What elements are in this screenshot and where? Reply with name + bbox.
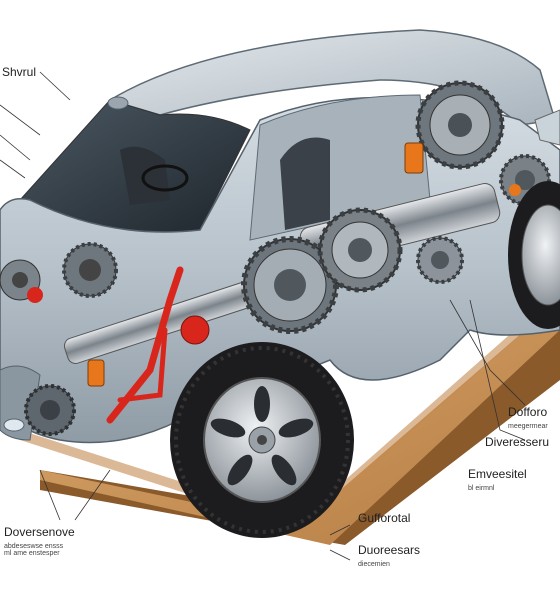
headlight [3,418,25,432]
callout-sublabel: diecemien [358,560,390,568]
wheel-icon [170,342,354,538]
gear-icon [241,236,339,334]
callout-label: Diveresseru [485,435,550,449]
callout-right-divers: Diveresseru [485,434,549,451]
gear-icon [415,80,505,170]
red-linkage [106,266,184,424]
callout-sublabel: ml ame enstesper [4,550,60,558]
side-mirror [107,96,129,110]
wheel-icon [508,181,560,329]
callout-sublabel: meegermear [508,422,548,430]
callout-label: Duoreesars [358,543,421,557]
callout-label: Doversenove [4,525,75,539]
gear-icon [62,242,118,298]
orange-component [87,359,105,387]
gear-icon [416,236,464,284]
leader-lines [0,71,526,561]
callout-label: Gufforotal [358,511,411,525]
callout-sublabel: abdeseswse ensss [4,542,64,550]
callout-label: Dofforo [508,405,548,419]
gear-icon [24,384,76,436]
callout-right-environ: Emveesitel bl eirmnl [468,466,527,492]
gear-icon [317,207,403,293]
callout-top-left: Shvrul [2,64,36,81]
callout-label: Shvrul [2,65,37,79]
callout-bottom-left: Doversenove abdeseswse ensss ml ame enst… [4,524,75,557]
drivetrain [0,80,551,436]
callout-sublabel: bl eirmnl [468,484,495,492]
orange-component [404,142,424,174]
callout-bottom-center: Gufforotal [358,510,410,527]
tail-light [534,109,560,146]
callout-bottom-center-sub: Duoreesars diecemien [358,542,420,568]
callout-right-diff: Dofforo meegermear [508,404,548,430]
callout-label: Emveesitel [468,467,527,481]
wooden-base [20,290,560,545]
